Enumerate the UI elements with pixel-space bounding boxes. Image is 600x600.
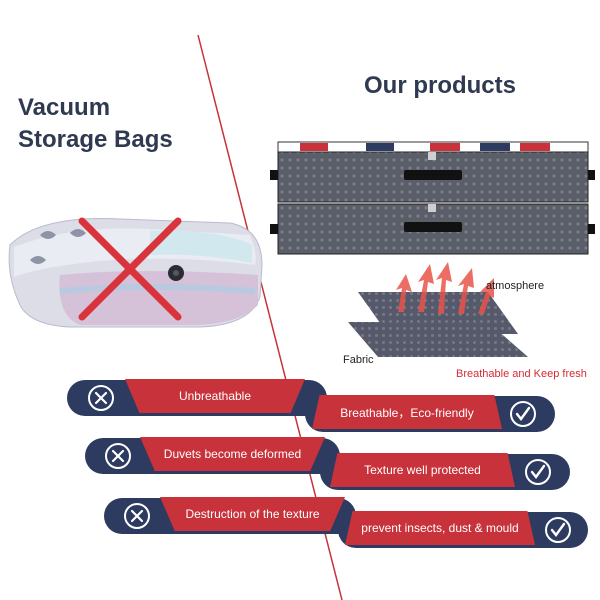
left-title-line2: Storage Bags bbox=[18, 126, 173, 153]
right-title: Our products bbox=[363, 72, 516, 99]
airflow-arrows-icon bbox=[396, 262, 494, 314]
red-cross-icon bbox=[78, 217, 182, 321]
comparison-row-1-negative: Unbreathable bbox=[125, 379, 305, 413]
x-circle-icon bbox=[105, 443, 131, 469]
vacuum-bag-image bbox=[8, 217, 263, 328]
check-circle-icon bbox=[525, 459, 551, 485]
x-circle-icon bbox=[88, 385, 114, 411]
storage-bag-product-image bbox=[270, 141, 595, 255]
comparison-row-2-negative: Duvets become deformed bbox=[140, 437, 325, 471]
check-circle-icon bbox=[545, 517, 571, 543]
check-circle-icon bbox=[510, 401, 536, 427]
fabric-layers-image bbox=[348, 262, 528, 357]
label-fabric: Fabric bbox=[343, 354, 374, 366]
x-circle-icon bbox=[124, 503, 150, 529]
left-title: Vacuum Storage Bags bbox=[18, 92, 208, 156]
left-title-line1: Vacuum bbox=[18, 94, 111, 121]
comparison-row-3-positive: prevent insects, dust & mould bbox=[345, 511, 535, 545]
comparison-row-1-positive: Breathable，Eco-friendly bbox=[312, 395, 502, 429]
comparison-row-3-negative: Destruction of the texture bbox=[160, 497, 345, 531]
comparison-row-2-positive: Texture well protected bbox=[330, 453, 515, 487]
label-atmosphere: atmosphere bbox=[486, 280, 545, 292]
label-breathable-fresh: Breathable and Keep fresh bbox=[456, 368, 587, 380]
